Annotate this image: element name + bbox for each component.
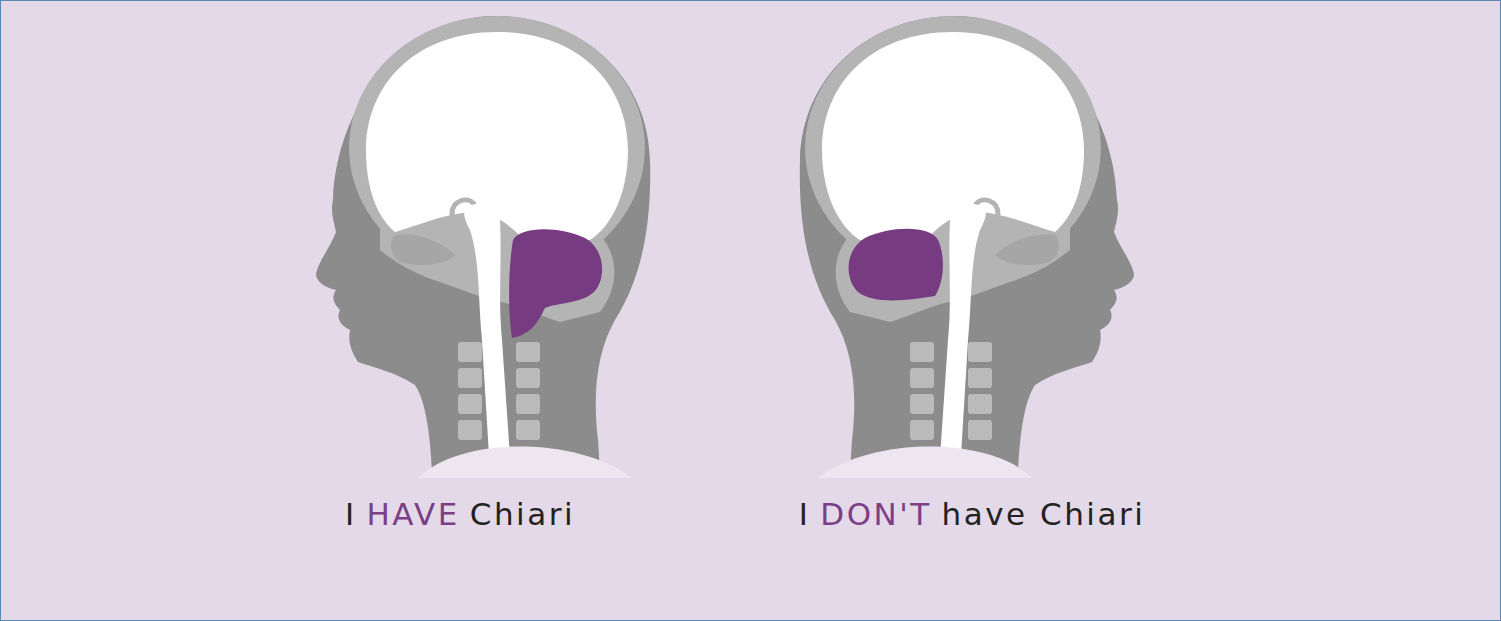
head-without-chiari bbox=[800, 16, 1134, 478]
caption-row: IDON'T have Chiari bbox=[772, 496, 1172, 532]
caption-word: DON'T bbox=[820, 496, 931, 532]
caption-word: Chiari bbox=[470, 496, 575, 532]
caption-row: I HAVE Chiari bbox=[260, 496, 660, 532]
caption-word: have Chiari bbox=[942, 496, 1146, 532]
head-with-chiari bbox=[316, 16, 650, 478]
head bbox=[316, 16, 650, 478]
caption-word: I bbox=[345, 496, 357, 532]
herniated-cerebellum bbox=[509, 229, 602, 338]
head bbox=[800, 16, 1134, 478]
cerebellum bbox=[849, 229, 943, 301]
caption-word: HAVE bbox=[367, 496, 460, 532]
caption-word: I bbox=[799, 496, 811, 532]
